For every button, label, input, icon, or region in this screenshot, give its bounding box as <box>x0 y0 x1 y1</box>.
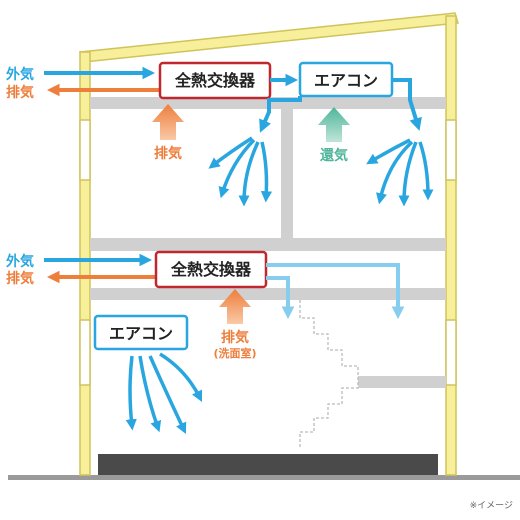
heat-exchanger-upper-label: 全熱交換器 <box>174 71 256 90</box>
aircon-upper-label: エアコン <box>314 71 378 90</box>
duct-lower-mid <box>266 276 295 320</box>
ground <box>8 475 520 480</box>
duct-upper-right <box>392 78 422 131</box>
exhaust-up-arrow-upper <box>152 104 184 140</box>
aircon-lower <box>93 314 189 351</box>
ceiling-lower <box>90 288 446 300</box>
window-left-upper <box>79 119 91 181</box>
partition-upper <box>281 109 293 238</box>
airflow-upper-right <box>366 138 434 207</box>
exhaust-label-washroom: 排気 <box>221 329 249 346</box>
landing <box>358 376 446 388</box>
floor-second <box>90 238 446 251</box>
window-right-lower <box>445 319 457 386</box>
exhaust-label-upper: 排気 <box>6 84 34 101</box>
exhaust-up-arrow-lower <box>219 289 251 324</box>
airflow-upper-left <box>208 136 273 207</box>
aircon-lower-label: エアコン <box>109 324 173 343</box>
return-air-label: 還気 <box>320 147 348 164</box>
airflow-lower <box>125 352 203 435</box>
exhaust-label-room-upper: 排気 <box>154 145 182 162</box>
left-wall <box>79 51 91 476</box>
heat-exchanger-lower <box>154 250 268 289</box>
washroom-label: (洗面室) <box>213 346 256 360</box>
right-wall <box>445 15 457 476</box>
roof <box>78 12 459 63</box>
duct-lower-right <box>266 263 405 320</box>
image-note: ※イメージ <box>470 501 513 511</box>
heat-exchanger-lower-label: 全熱交換器 <box>170 260 252 279</box>
outside-air-label-upper: 外気 <box>6 66 34 83</box>
foundation <box>98 454 438 475</box>
exhaust-label-lower: 排気 <box>6 270 34 287</box>
staircase <box>299 300 359 448</box>
duct-upper-left <box>259 96 302 133</box>
outside-air-label-lower: 外気 <box>6 253 34 270</box>
window-left-lower <box>79 319 91 386</box>
window-right-upper <box>445 119 457 181</box>
return-air-arrow <box>318 107 350 142</box>
